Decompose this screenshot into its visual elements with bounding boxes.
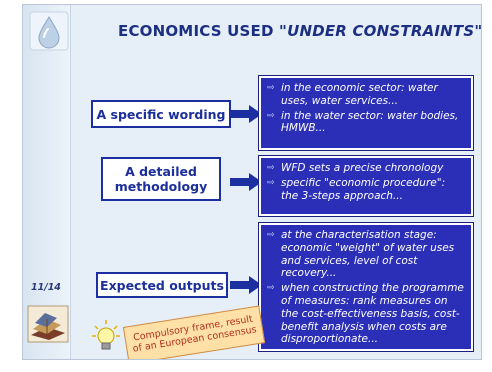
page-number: 11/14 (31, 282, 61, 293)
bullet-arrow-icon: ⇨ (267, 230, 275, 240)
water-drop-icon (29, 11, 69, 51)
callout-text: Compulsory frame, result of an European … (132, 313, 258, 355)
label-expected-outputs: Expected outputs (96, 272, 228, 298)
bullet-text: when constructing the programme of measu… (281, 282, 464, 346)
label-specific-wording: A specific wording (91, 100, 231, 128)
bullet-arrow-icon: ⇨ (267, 83, 275, 93)
lightbulb-icon (92, 320, 120, 350)
arrow-right-icon (230, 173, 262, 191)
label-text: Expected outputs (100, 277, 224, 293)
bullet-arrow-icon: ⇨ (267, 110, 275, 121)
left-decorative-strip (23, 5, 71, 359)
bullet-item: ⇨ specific "economic procedure": the 3-st… (267, 177, 465, 203)
info-box-specific-wording: ⇨ in the economic sector: water uses, wat… (258, 75, 474, 151)
consensus-callout: Compulsory frame, result of an European … (122, 305, 266, 359)
title-prefix: ECONOMICS USED " (118, 22, 288, 40)
bullet-item: ⇨ in the water sector: water bodies, HMWB… (267, 110, 465, 136)
arrow-right-icon (230, 276, 262, 294)
books-icon (27, 305, 69, 343)
bullet-arrow-icon: ⇨ (267, 177, 275, 188)
arrow-right-icon (230, 105, 262, 123)
info-box-expected-outputs: ⇨ at the characterisation stage: economic… (258, 222, 474, 352)
bullet-item: ⇨ when constructing the programme of meas… (267, 282, 465, 346)
slide-title: ECONOMICS USED "UNDER CONSTRAINTS" (118, 22, 481, 40)
info-box-detailed-methodology: ⇨ WFD sets a precise chronology ⇨ specific… (258, 155, 474, 217)
title-emphasis: UNDER CONSTRAINTS (287, 22, 475, 40)
bullet-arrow-icon: ⇨ (267, 163, 275, 173)
bullet-text: in the economic sector: water uses, wate… (281, 82, 438, 107)
bullet-item: ⇨ WFD sets a precise chronology (267, 162, 465, 175)
bullet-text: at the characterisation stage: economic … (281, 229, 455, 280)
bullet-item: ⇨ at the characterisation stage: economic… (267, 229, 465, 280)
bullet-text: in the water sector: water bodies, HMWB.… (281, 109, 459, 135)
bullet-text: specific "economic procedure": the 3-ste… (281, 176, 446, 202)
label-text: A specific wording (96, 106, 226, 122)
title-suffix: " (474, 22, 482, 40)
bullet-arrow-icon: ⇨ (267, 283, 275, 294)
slide: ECONOMICS USED "UNDER CONSTRAINTS" A spe… (22, 4, 482, 360)
bullet-item: ⇨ in the economic sector: water uses, wat… (267, 82, 465, 108)
label-detailed-methodology: A detailed methodology (101, 157, 221, 201)
label-text: A detailed methodology (114, 164, 208, 194)
bullet-text: WFD sets a precise chronology (281, 162, 444, 174)
